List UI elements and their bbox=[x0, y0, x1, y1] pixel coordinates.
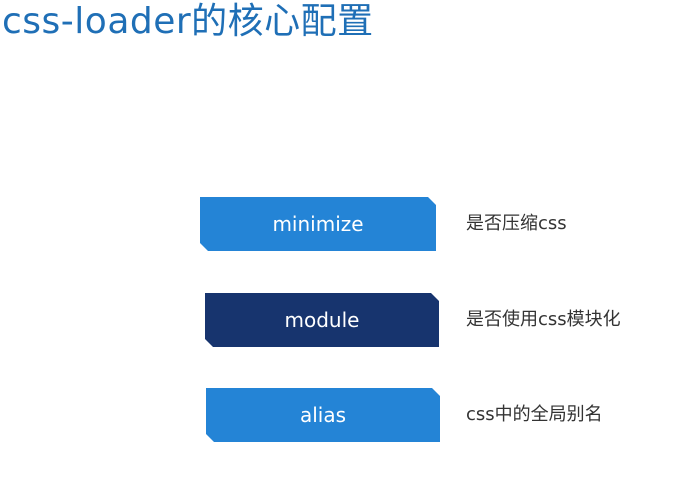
option-module-box: module bbox=[205, 293, 439, 347]
option-row-module: module 是否使用css模块化 bbox=[0, 293, 685, 353]
option-minimize-description: 是否压缩css bbox=[466, 213, 567, 234]
option-row-minimize: minimize 是否压缩css bbox=[0, 197, 685, 257]
option-alias-box: alias bbox=[206, 388, 440, 442]
slide-title: css-loader的核心配置 bbox=[2, 1, 374, 42]
option-minimize-box: minimize bbox=[200, 197, 436, 251]
option-alias-description: css中的全局别名 bbox=[466, 404, 603, 425]
option-row-alias: alias css中的全局别名 bbox=[0, 388, 685, 448]
option-module-description: 是否使用css模块化 bbox=[466, 309, 621, 330]
